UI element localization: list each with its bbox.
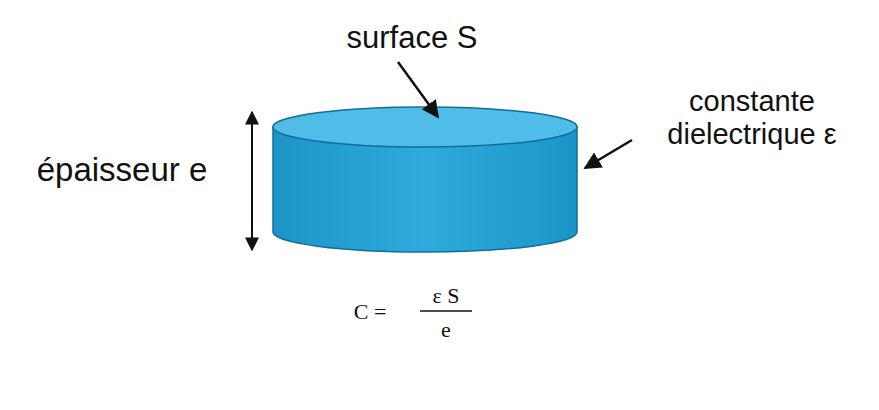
formula-numerator: ε S: [406, 283, 486, 308]
thickness-arrow: [251, 112, 253, 250]
formula-denominator: e: [416, 317, 476, 342]
leader-line: [398, 62, 438, 117]
dielectric-label: constante dielectrique ε: [634, 85, 870, 152]
surface-label: surface S: [302, 20, 522, 56]
thickness-label: épaisseur e: [7, 151, 237, 189]
top-surface: [273, 107, 577, 147]
formula-part: C =: [330, 299, 410, 324]
fraction-bar: [420, 310, 472, 312]
leader-line: [585, 140, 632, 168]
